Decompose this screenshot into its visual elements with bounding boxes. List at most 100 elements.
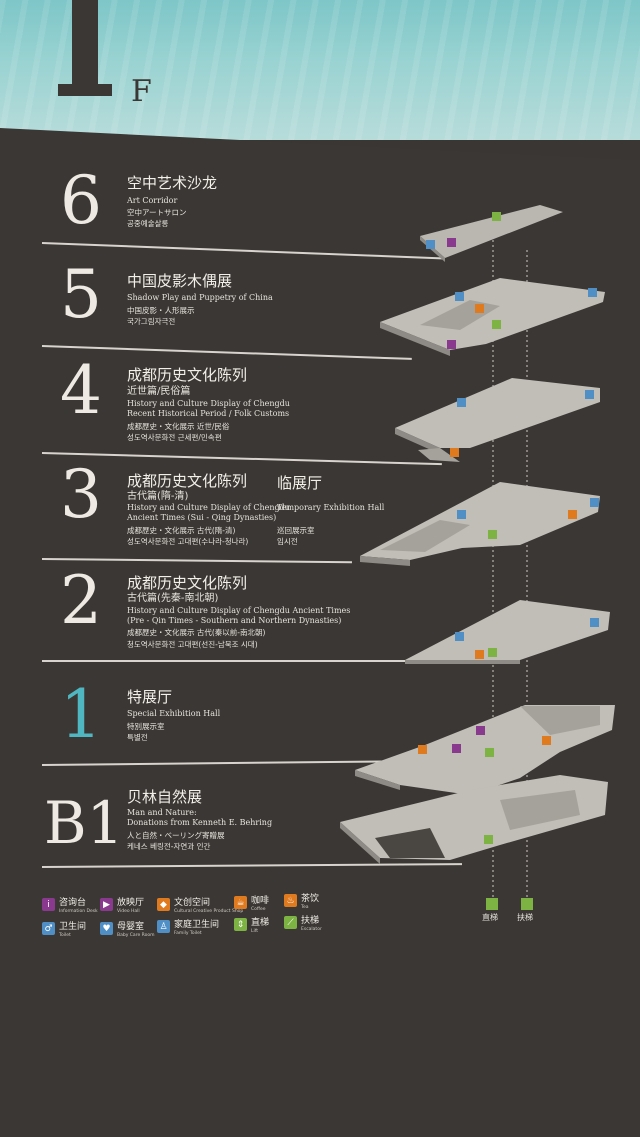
toilet-icon (590, 498, 599, 507)
shop-icon (475, 650, 484, 659)
toilet-icon (455, 632, 464, 641)
lift-marker-icon (486, 898, 498, 910)
shop-icon (568, 510, 577, 519)
floor-1-title-en: Special Exhibition Hall (127, 709, 221, 718)
floor-3-extra-ja: 巡回展示室 (277, 526, 315, 535)
floor-4-plan (395, 378, 600, 448)
coffee-icon: ☕ (234, 896, 247, 909)
floor-6-plan (420, 205, 563, 258)
floor-2-line-ko: 청도역사문화전 고대편(선진-남북조 시대) (127, 640, 258, 649)
wall-texture (0, 0, 640, 140)
lift-icon: ⇕ (234, 918, 247, 931)
floor-2-title-en: History and Culture Display of Chengdu A… (127, 606, 351, 615)
floor-4-title-en2: Recent Historical Period / Folk Customs (127, 409, 290, 418)
floor-5-line-ja: 中国皮影・人形展示 (127, 306, 195, 315)
legend-label: 家庭卫生间 (174, 920, 220, 930)
floor-b1-title: 贝林自然展 (127, 788, 203, 806)
legend-sublabel: Cultural Creative Product Shop (174, 909, 244, 914)
floor-4-subtitle: 近世篇/民俗篇 (127, 386, 191, 397)
legend-label: 直梯 (251, 918, 270, 928)
floor-1-title: 特展厅 (127, 688, 173, 706)
floor-6-line-ko: 공중예술살롱 (127, 219, 169, 228)
shop-icon: ◆ (157, 898, 170, 911)
wall-background (0, 0, 640, 140)
family-toilet-icon: ♙ (157, 920, 170, 933)
escalator-marker-icon (521, 898, 533, 910)
toilet-icon (426, 240, 435, 249)
floor-2-plan (405, 600, 610, 660)
floor-3-line-ja: 成都歴史・文化展示 古代(隋-清) (127, 526, 236, 535)
tea-icon: ♨ (284, 894, 297, 907)
tea-icon (450, 448, 459, 457)
floor-4-title: 成都历史文化陈列 (127, 366, 248, 384)
floor-3-subtitle: 古代篇(隋-清) (127, 491, 189, 502)
legend-sublabel: Family Toilet (174, 931, 202, 936)
lift-icon (488, 530, 497, 539)
shop-icon (475, 304, 484, 313)
floor-suffix: F (131, 74, 152, 109)
floor-3-title: 成都历史文化陈列 (127, 472, 248, 490)
legend-label: 扶梯 (301, 916, 320, 926)
legend-sublabel: Toilet (59, 933, 71, 938)
toilet-icon (585, 390, 594, 399)
floor-3-extra-en: Temporary Exhibition Hall (277, 503, 385, 512)
lift-icon (492, 320, 501, 329)
floor-number-b1: B1 (44, 789, 124, 857)
escalator-icon: ⟋ (284, 916, 297, 929)
floor-1-line-ja: 特別展示室 (127, 722, 165, 731)
information-icon: i (42, 898, 55, 911)
floor-2-subtitle: 古代篇(先秦-南北朝) (127, 593, 219, 604)
legend-sublabel: Coffee (251, 907, 266, 912)
legend-sublabel: Baby Care Room (117, 933, 155, 938)
floor-number-2: 2 (60, 562, 102, 639)
floor-5-title: 中国皮影木偶展 (127, 272, 233, 290)
floor-2-title: 成都历史文化陈列 (127, 574, 248, 592)
lift-label: 直梯 (482, 913, 498, 922)
toilet-icon (457, 398, 466, 407)
floor-5-plan (380, 278, 605, 350)
floor-5-line-ko: 국가그림자극전 (127, 317, 176, 326)
coffee-icon (542, 736, 551, 745)
floor-divider (42, 660, 462, 662)
floor-1-line-ko: 특별전 (127, 733, 148, 742)
floor-3-title-en: History and Culture Display of Chengdu (127, 503, 290, 512)
legend-sublabel: Tea (301, 905, 309, 910)
legend-label: 放映厅 (117, 898, 145, 908)
floor-6-line-ja: 空中アートサロン (127, 208, 187, 217)
lift-icon (488, 648, 497, 657)
baby-care-icon: ♥ (100, 922, 113, 935)
toilet-icon: ♂ (42, 922, 55, 935)
legend-label: 文创空间 (174, 898, 211, 908)
video-hall-icon (476, 726, 485, 735)
legend-sublabel: Video Hall (117, 909, 140, 914)
floor-number-3: 3 (60, 456, 102, 533)
legend-label: 咨询台 (59, 898, 87, 908)
legend-sublabel: Information Desk (59, 909, 98, 914)
floor-6-title: 空中艺术沙龙 (127, 174, 218, 192)
toilet-icon (455, 292, 464, 301)
floor-4-line-ja: 成都歴史・文化展示 近世/民俗 (127, 422, 230, 431)
floor-number-5: 5 (60, 256, 102, 333)
video-hall-icon (447, 340, 456, 349)
legend-label: 卫生间 (59, 922, 87, 932)
floor-3-line-ko: 성도역사문화전 고대편(수나라-청나라) (127, 537, 249, 546)
floor-2-title-en2: (Pre - Qin Times - Southern and Northern… (127, 616, 342, 625)
lift-icon (484, 835, 493, 844)
floor-b1-title-en: Man and Nature: (127, 808, 197, 817)
legend-sublabel: Escalator (301, 927, 322, 932)
floor-3-extra-title: 临展厅 (277, 474, 323, 492)
toilet-icon (457, 510, 466, 519)
lift-icon (485, 748, 494, 757)
